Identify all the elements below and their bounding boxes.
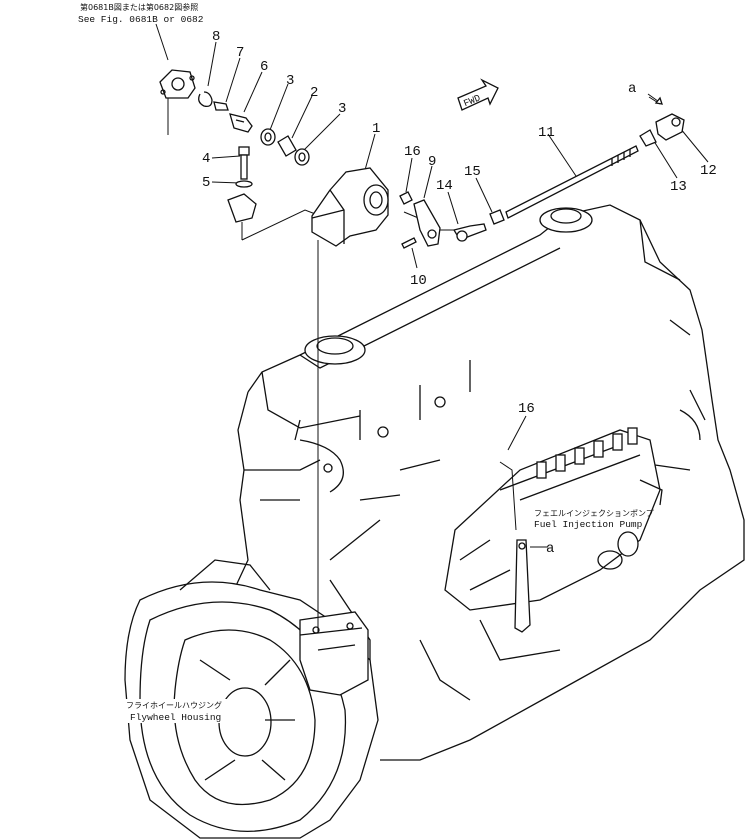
- cable-connector: [159, 69, 196, 99]
- part-13-nut: [639, 129, 657, 147]
- connection-mark-top: a: [628, 81, 636, 97]
- flywheel-label-english: Flywheel Housing: [130, 712, 221, 723]
- label-part-11: 11: [538, 125, 555, 141]
- part-16-nut-a: [399, 191, 413, 205]
- label-part-1: 1: [372, 121, 380, 137]
- flywheel-housing: [124, 559, 379, 839]
- part-14-ball-joint: [452, 223, 487, 242]
- label-part-16-top: 16: [404, 144, 421, 160]
- reference-japanese: 第0681B図または第0682図参照: [80, 2, 198, 12]
- reference-english: See Fig. 0681B or 0682: [78, 14, 204, 25]
- part-8-snap-ring: [198, 91, 213, 108]
- part-1-bracket: [311, 167, 389, 247]
- part-2-bushing: [277, 135, 297, 157]
- label-part-15: 15: [464, 164, 481, 180]
- label-part-5: 5: [202, 175, 210, 191]
- part-10-pin: [401, 237, 417, 249]
- part-12-rod-end: [655, 113, 685, 141]
- label-part-4: 4: [202, 151, 210, 167]
- part-3-washer-b: [294, 148, 310, 166]
- label-part-3b: 3: [338, 101, 346, 117]
- engine-block: [219, 204, 745, 761]
- part-3-washer-a: [260, 128, 276, 146]
- assembly-lines: [155, 23, 709, 632]
- label-part-3a: 3: [286, 73, 294, 89]
- fuel-pump-callout-bg: [530, 508, 642, 530]
- part-6-joint: [229, 113, 253, 133]
- fwd-arrow-icon: FWD: [457, 78, 499, 111]
- part-5-washer: [235, 180, 253, 188]
- label-part-6: 6: [260, 59, 268, 75]
- label-part-2: 2: [310, 85, 318, 101]
- mount-plate: [227, 193, 257, 223]
- connection-mark-pump: a: [546, 541, 554, 557]
- part-11-rod: [505, 145, 639, 219]
- fuel-pump-label-japanese: フェエルインジェクションポンプ: [534, 509, 654, 518]
- delivery-valves: [536, 427, 638, 479]
- fuel-pump-label-english: Fuel Injection Pump: [534, 519, 643, 530]
- label-part-9: 9: [428, 154, 436, 170]
- label-part-7: 7: [236, 45, 244, 61]
- governor-lever: [514, 539, 531, 633]
- flywheel-label-japanese: フライホイールハウジング: [126, 700, 222, 710]
- part-7-pin: [213, 101, 229, 111]
- label-part-13: 13: [670, 179, 687, 195]
- label-part-12: 12: [700, 163, 717, 179]
- part-4-bolt: [238, 146, 250, 180]
- label-part-10: 10: [410, 273, 427, 289]
- part-15-nut: [489, 209, 505, 225]
- part-9-lever: [413, 199, 441, 247]
- flywheel-callout-bg: [124, 699, 232, 723]
- label-part-16-pump: 16: [518, 401, 535, 417]
- label-part-8: 8: [212, 29, 220, 45]
- label-part-14: 14: [436, 178, 453, 194]
